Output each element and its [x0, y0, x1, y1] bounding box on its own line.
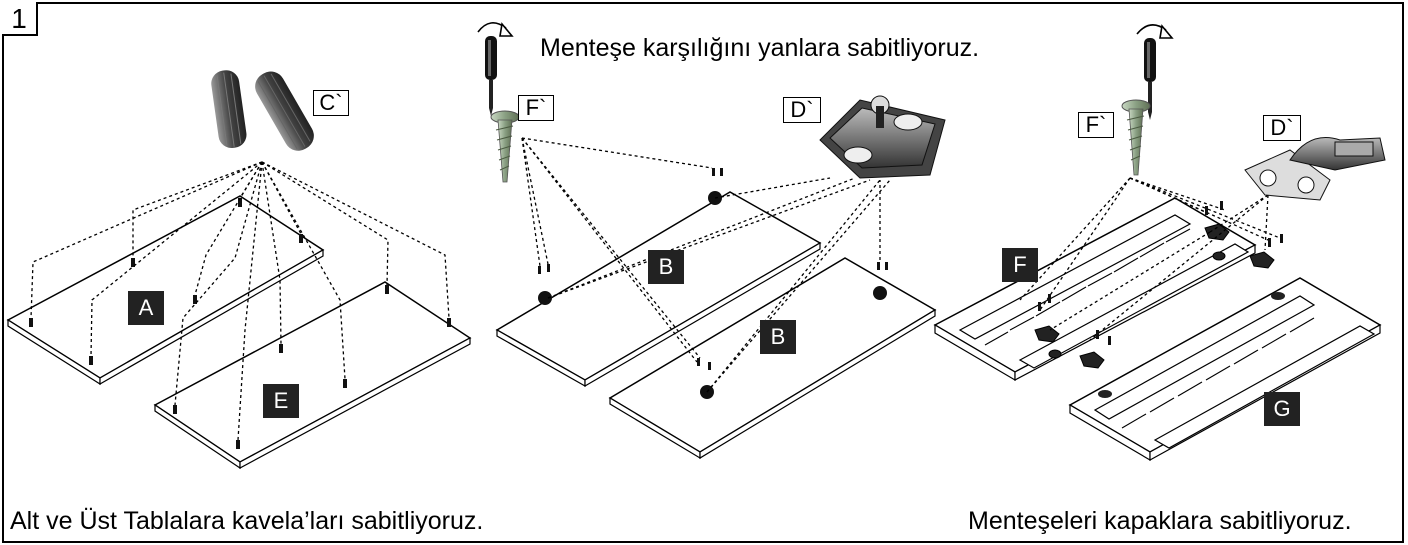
part-label-screw-right: F`: [1078, 112, 1114, 138]
dowel-icon: [211, 70, 314, 151]
hinge-plate-icon: [819, 95, 946, 179]
screw-icon: [490, 110, 520, 183]
screwdriver-icon: [1144, 38, 1156, 120]
small-screws: [1038, 201, 1283, 345]
panel-a: [6, 195, 325, 386]
part-label-screw: F`: [518, 95, 554, 121]
hinge-mount-points: [538, 168, 888, 399]
dowel-pins: [29, 198, 451, 449]
part-label-hinge-plate: D`: [783, 97, 821, 123]
part-label-hinge-right: D`: [1263, 115, 1301, 141]
caption-door-hinges: Menteşeleri kapaklara sabitliyoruz.: [968, 507, 1352, 535]
caption-dowels: Alt ve Üst Tablalara kavela’ları sabitli…: [10, 507, 484, 535]
step-number: 1: [2, 2, 38, 36]
dowel-guide-lines: [30, 161, 450, 441]
rotate-arrow-icon: [1136, 24, 1174, 39]
hinge-icon: [1244, 137, 1386, 201]
door-hinges: [1034, 223, 1275, 369]
screw-guide-lines: [521, 137, 891, 393]
panel-label-b-top: B: [648, 250, 684, 284]
panel-b-bottom: [608, 257, 937, 460]
panel-label-f: F: [1002, 248, 1038, 282]
panel-label-b-bottom: B: [760, 320, 796, 354]
panel-label-e: E: [263, 384, 299, 418]
door-f: [933, 197, 1257, 382]
panel-e: [153, 281, 472, 470]
screwdriver-icon: [485, 36, 497, 116]
panel-label-a: A: [128, 291, 164, 325]
part-label-dowel: C`: [313, 90, 349, 116]
caption-hinge-plates: Menteşe karşılığını yanlara sabitliyoruz…: [540, 34, 980, 62]
panel-b-top: [495, 191, 822, 388]
panel-label-g: G: [1264, 392, 1300, 426]
rotate-arrow-icon: [477, 22, 514, 37]
screw-icon: [1121, 99, 1151, 176]
